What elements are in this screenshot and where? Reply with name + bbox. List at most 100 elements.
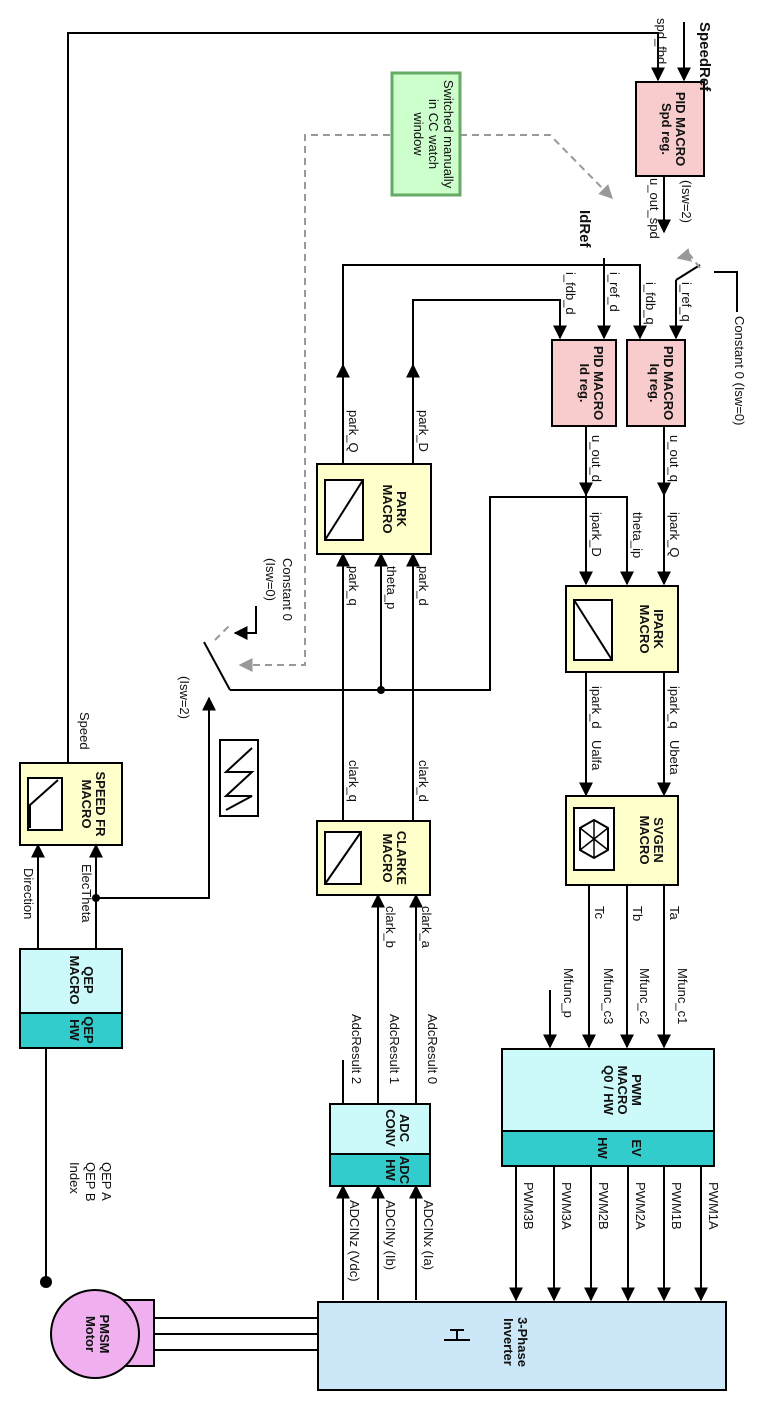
pwm-hw-label-2: HW: [595, 1137, 610, 1159]
note-line-3: window: [411, 111, 426, 156]
pid-spd-reg-block: PID MACRO Spd reg.: [635, 81, 705, 177]
pwm-hw-label-1: EV: [629, 1139, 644, 1157]
label-speed-ref: SpeedRef: [696, 22, 713, 92]
label-adc-result-2: AdcResult 2: [349, 1014, 364, 1084]
ipark-title: IPARK: [651, 609, 666, 649]
label-park-d-in: park_d: [416, 566, 431, 606]
label-tb: Tb: [630, 906, 645, 921]
speed-fr-icon: [27, 777, 63, 831]
label-isw2-mid: (Isw=2): [177, 676, 192, 719]
label-theta-p: theta_p: [384, 566, 399, 609]
pwm-subtitle: MACRO: [615, 1065, 630, 1114]
label-ipark-d-in: ipark_D: [589, 512, 604, 557]
motor-title: PMSM: [97, 1315, 112, 1354]
pid-spd-title: PID MACRO: [673, 92, 688, 166]
note-line-2: in CC watch: [426, 99, 441, 169]
pwm-block: PWM MACRO Q0 / HW EV HW: [501, 1048, 715, 1167]
clarke-macro-block: CLARKE MACRO: [316, 820, 431, 896]
label-ipark-d-out: ipark_d: [589, 686, 604, 729]
ipark-subtitle: MACRO: [637, 604, 652, 653]
clarke-subtitle: MACRO: [380, 833, 395, 882]
speed-fr-subtitle: MACRO: [79, 779, 94, 828]
label-speed: Speed: [77, 712, 92, 750]
transistor-icon: [444, 1329, 470, 1341]
qep-title: QEP: [81, 966, 96, 994]
label-qep-b: QEP B: [83, 1162, 98, 1202]
qep-block: QEP MACRO QEP HW: [19, 948, 123, 1049]
label-spd-fbd: spd_fbd: [654, 18, 669, 64]
label-park-d-out: park_D: [416, 410, 431, 452]
label-ta: Ta: [667, 906, 682, 921]
label-mfunc-c1: Mfunc_c1: [675, 968, 690, 1024]
adc-block: ADC CONV ADC HW: [329, 1103, 431, 1187]
label-index: Index: [67, 1162, 82, 1194]
ipark-macro-block: IPARK MACRO: [565, 585, 679, 673]
pmsm-motor: PMSM Motor: [50, 1289, 155, 1379]
pwm-mode: Q0 / HW: [601, 1065, 616, 1116]
label-qep-a: QEP A: [99, 1162, 114, 1201]
label-constant0-top: Constant 0 (Isw=0): [732, 316, 747, 425]
label-adcin-z: ADCINz (Vdc): [347, 1200, 362, 1282]
label-isw0-mid: (Isw=0): [263, 558, 278, 601]
label-adcin-y: ADCINy (Ib): [383, 1200, 398, 1270]
sawtooth-icon: [219, 739, 259, 817]
label-park-q-in: park_q: [346, 566, 361, 606]
qep-hw-label-2: HW: [67, 1019, 82, 1041]
label-u-out-d: u_out_d: [589, 435, 604, 482]
label-i-fdb-d: i_fdb_d: [563, 272, 578, 315]
svgen-macro-block: SVGEN MACRO: [565, 795, 679, 886]
label-ipark-q-in: ipark_Q: [667, 512, 682, 558]
label-ipark-q-out: ipark_q: [667, 686, 682, 729]
label-constant0-mid: Constant 0: [280, 558, 295, 621]
label-mfunc-c2: Mfunc_c2: [637, 968, 652, 1024]
label-i-fdb-q: i_fdb_q: [643, 282, 658, 325]
label-pwm1a: PWM1A: [706, 1182, 721, 1230]
pid-iq-title: PID MACRO: [661, 346, 676, 420]
inverter-block: 3-Phase Inverter: [317, 1301, 727, 1391]
label-pwm3b: PWM3B: [521, 1182, 536, 1230]
label-tc: Tc: [592, 906, 607, 920]
label-adc-result-1: AdcResult 1: [387, 1014, 402, 1084]
pid-spd-box: [635, 81, 705, 177]
inverter-subtitle: Inverter: [501, 1318, 516, 1366]
adc-title: ADC: [397, 1114, 412, 1143]
speed-fr-title: SPEED FR: [93, 771, 108, 837]
pid-spd-subtitle: Spd reg.: [659, 103, 674, 155]
pid-iq-reg-block: PID MACRO Iq reg.: [626, 339, 686, 427]
label-i-ref-d: i_ref_d: [607, 272, 622, 312]
label-direction: Direction: [21, 868, 36, 919]
label-pwm3a: PWM3A: [559, 1182, 574, 1230]
park-subtitle: MACRO: [380, 484, 395, 533]
label-pwm2a: PWM2A: [633, 1182, 648, 1230]
pid-id-title: PID MACRO: [591, 346, 606, 420]
park-macro-block: PARK MACRO: [316, 463, 432, 555]
label-clark-a: clark_a: [419, 906, 434, 949]
pid-iq-subtitle: Iq reg.: [647, 363, 662, 402]
adc-hw-label-1: ADC: [397, 1156, 412, 1185]
label-clark-d: clark_d: [416, 760, 431, 802]
label-elec-theta: ElecTheta: [79, 864, 94, 923]
adc-subtitle: CONV: [383, 1109, 398, 1147]
qep-hw-label-1: QEP: [81, 1016, 96, 1044]
label-u-out-spd: u_out_spd: [647, 178, 662, 239]
label-clark-q: clark_q: [346, 760, 361, 802]
label-ualfa: Ualfa: [589, 740, 604, 771]
hexagon-icon: [579, 818, 609, 860]
label-theta-ip: theta_ip: [630, 512, 645, 558]
pid-id-subtitle: Id reg.: [577, 363, 592, 402]
manual-switch-note: Switched manually in CC watch window: [390, 71, 462, 197]
label-mfunc-c3: Mfunc_c3: [601, 968, 616, 1024]
svgen-title: SVGEN: [651, 817, 666, 863]
label-isw2-top: (Isw=2): [679, 180, 694, 223]
motor-body: [50, 1289, 140, 1379]
label-id-ref: IdRef: [576, 210, 593, 249]
label-pwm1b: PWM1B: [669, 1182, 684, 1230]
label-i-ref-q: i_ref_q: [679, 282, 694, 322]
label-mfunc-p: Mfunc_p: [561, 968, 576, 1018]
label-pwm2b: PWM2B: [596, 1182, 611, 1230]
adc-hw-label-2: HW: [383, 1159, 398, 1181]
label-u-out-q: u_out_q: [667, 435, 682, 482]
label-clark-b: clark_b: [383, 906, 398, 948]
qep-subtitle: MACRO: [67, 955, 82, 1004]
